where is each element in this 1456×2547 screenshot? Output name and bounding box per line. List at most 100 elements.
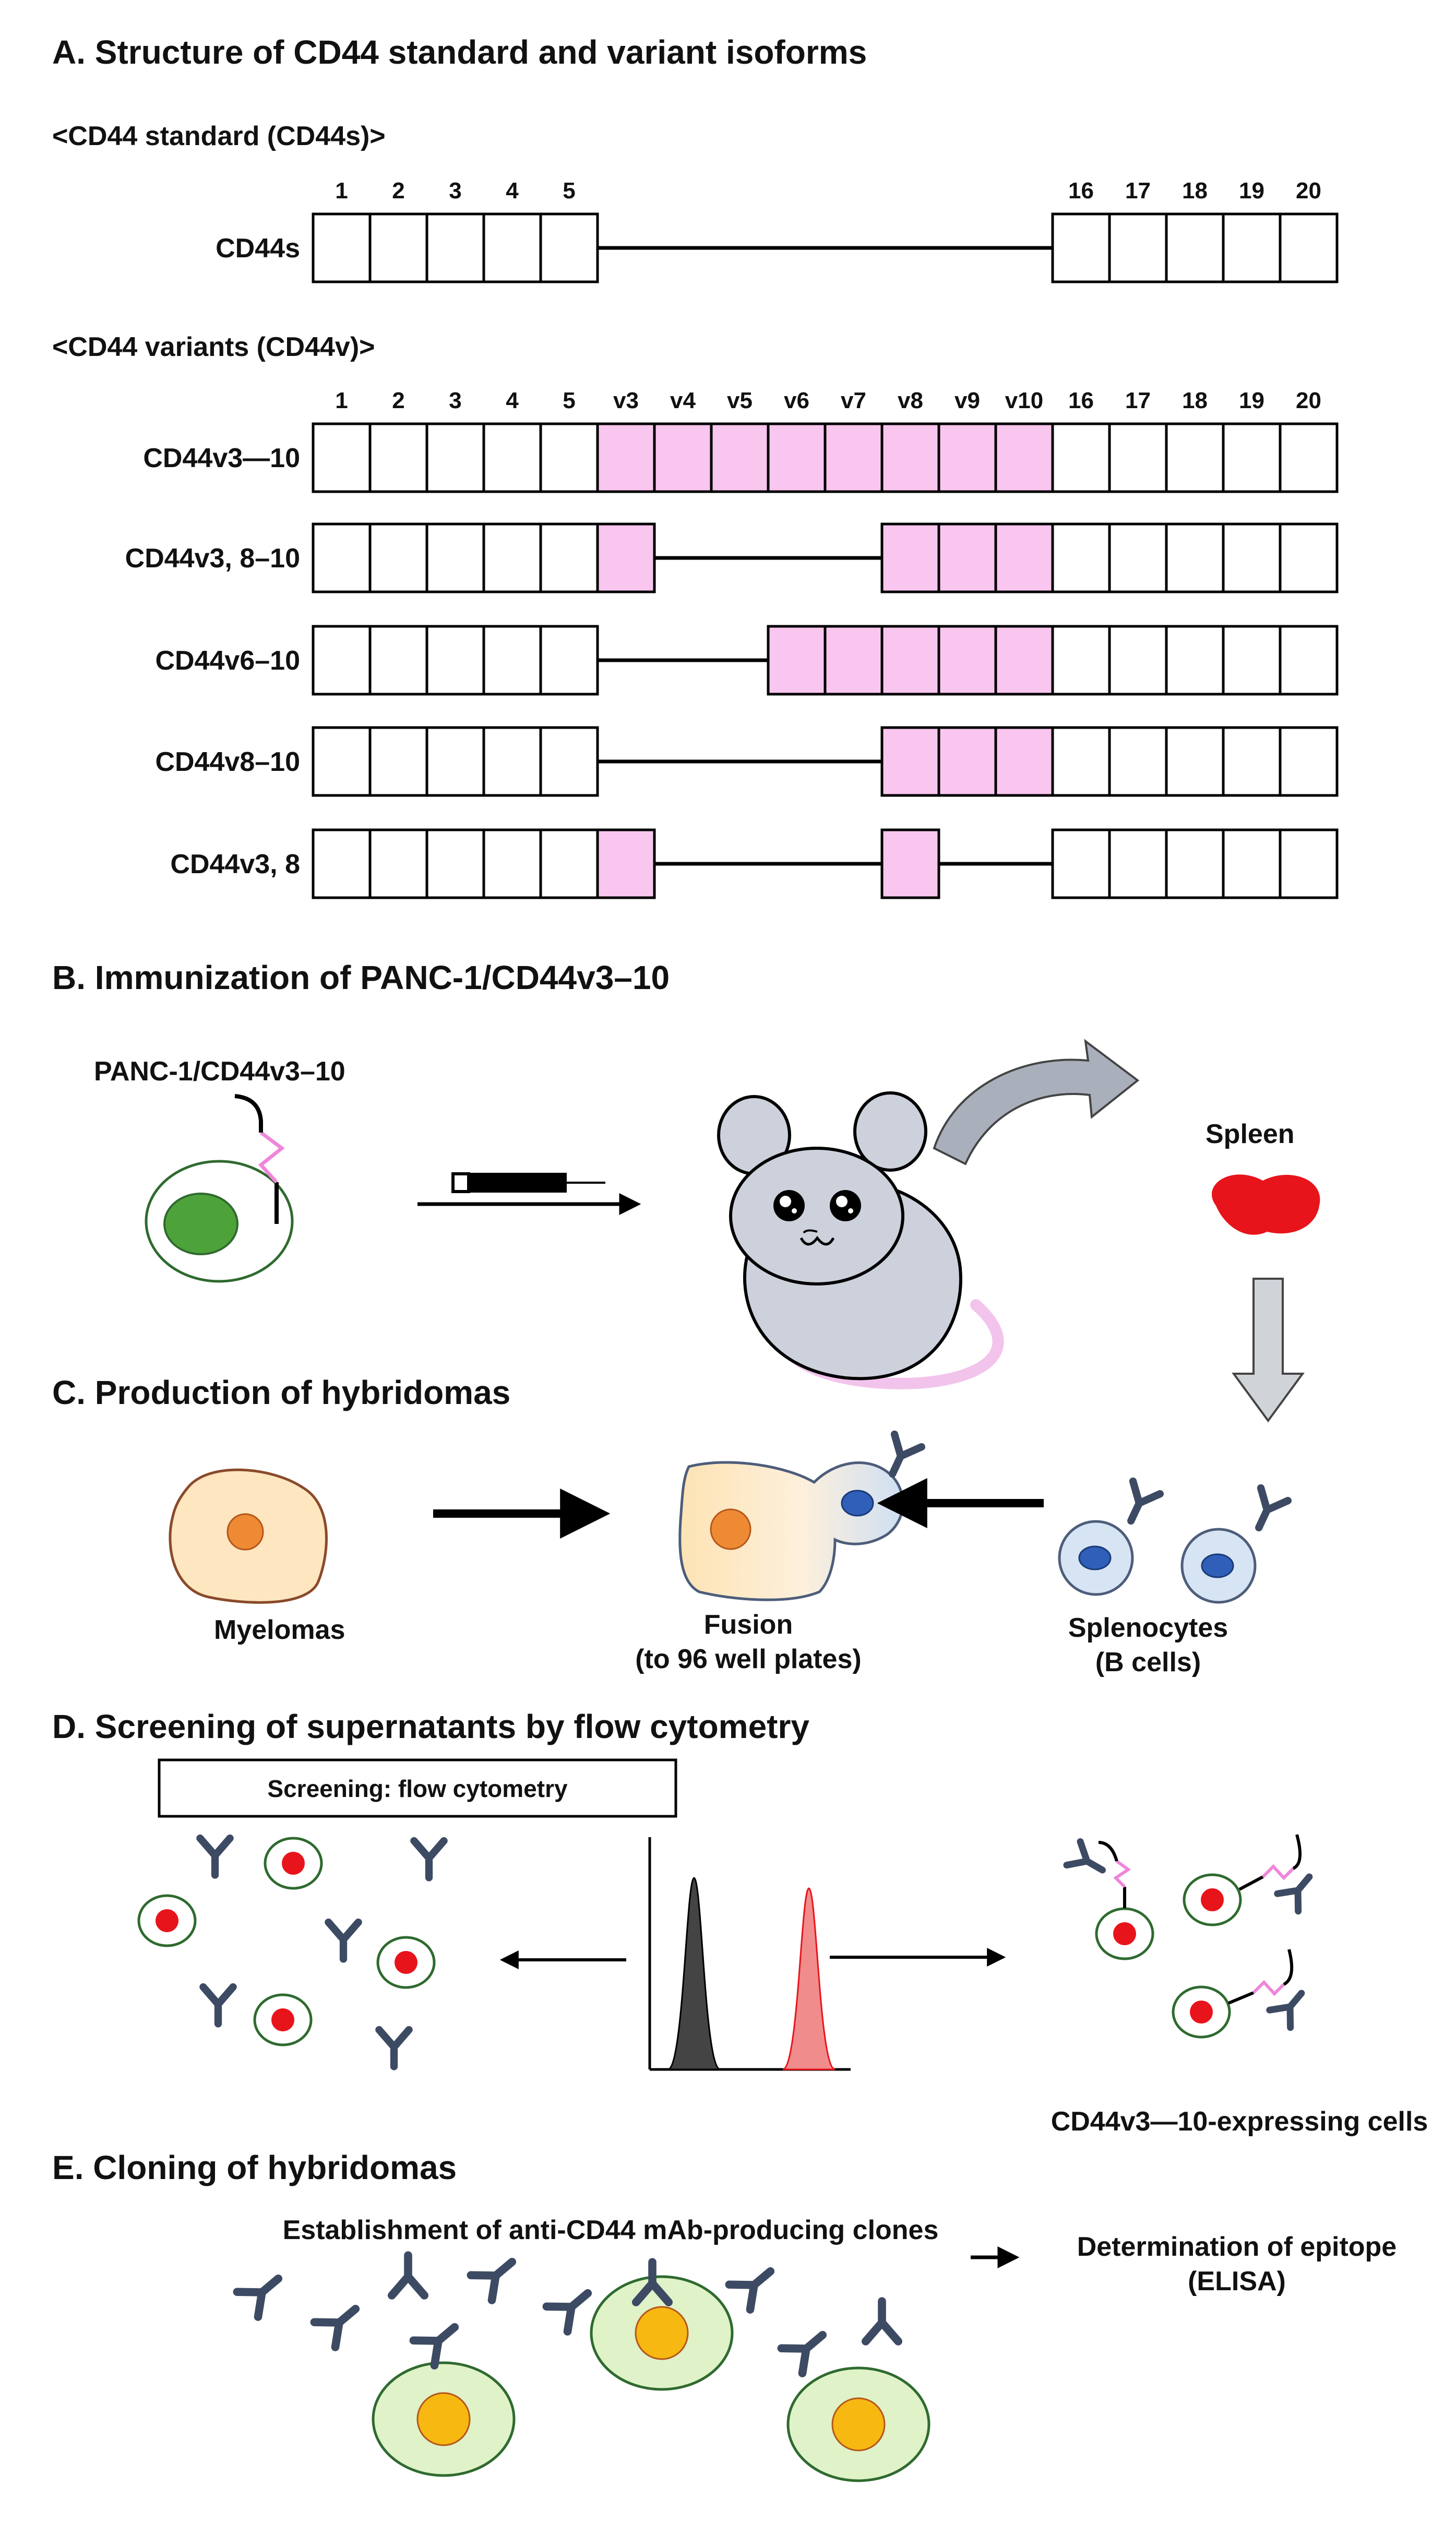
fusion-label: Fusion — [704, 1610, 793, 1640]
exon-number-18: 18 — [1182, 388, 1208, 413]
isoform-label: CD44v6–10 — [155, 646, 300, 676]
exon-number-19: 19 — [1239, 178, 1264, 204]
isoform-row: CD44v8–10 — [155, 726, 1339, 797]
exon-box — [880, 828, 940, 899]
fusion-sublabel: (to 96 well plates) — [635, 1644, 861, 1674]
exon-box — [994, 625, 1054, 696]
exon-box — [312, 625, 372, 696]
isoform-row: CD44v3—10 — [143, 422, 1339, 493]
exon-box — [1165, 726, 1225, 797]
exon-box — [880, 422, 940, 493]
splenocytes-sublabel: (B cells) — [1095, 1647, 1201, 1677]
exon-box — [1222, 625, 1282, 696]
section-b-title: B. Immunization of PANC-1/CD44v3–10 — [52, 959, 670, 996]
isoform-row: CD44s — [216, 212, 1339, 283]
exon-box — [1051, 625, 1111, 696]
exon-number-5: 5 — [563, 178, 575, 204]
exon-box — [539, 625, 599, 696]
down-arrow — [1232, 1278, 1305, 1423]
exon-number-v7: v7 — [841, 388, 866, 413]
exon-number-1: 1 — [335, 178, 348, 204]
exon-box — [539, 828, 599, 899]
exon-box — [1108, 212, 1168, 283]
exon-number-2: 2 — [392, 178, 404, 204]
myeloma-label: Myelomas — [214, 1615, 345, 1645]
panc1-cell — [145, 1094, 294, 1283]
exon-box — [1165, 828, 1225, 899]
exon-box — [482, 422, 542, 493]
exon-box — [1108, 422, 1168, 493]
syringe-injection — [417, 1172, 641, 1215]
screening-box-label: Screening: flow cytometry — [267, 1775, 568, 1802]
epitope-label: Determination of epitope — [1077, 2232, 1397, 2262]
mouse-ear-right — [853, 1091, 927, 1172]
exon-box — [767, 422, 827, 493]
exon-number-v9: v9 — [954, 388, 980, 413]
exon-box — [482, 828, 542, 899]
unbound-cells-group — [137, 1838, 444, 2066]
exon-number-16: 16 — [1068, 388, 1094, 413]
exon-box — [1279, 828, 1339, 899]
exon-box — [710, 422, 770, 493]
exon-box — [824, 625, 884, 696]
exon-number-17: 17 — [1125, 178, 1151, 204]
exon-number-2: 2 — [392, 388, 404, 413]
exon-box — [368, 625, 428, 696]
section-e-title: E. Cloning of hybridomas — [52, 2149, 457, 2186]
exon-box — [1051, 828, 1111, 899]
exon-box — [368, 422, 428, 493]
exon-box — [1279, 625, 1339, 696]
exon-box — [880, 625, 940, 696]
syringe-icon — [469, 1173, 567, 1193]
exon-box — [425, 522, 485, 593]
exon-box — [937, 625, 997, 696]
exon-number-3: 3 — [449, 178, 461, 204]
fusion-cell — [678, 1434, 922, 1601]
variant-header: <CD44 variants (CD44v)> — [52, 332, 375, 362]
isoform-label: CD44v3, 8 — [170, 849, 300, 879]
exon-box — [1222, 726, 1282, 797]
exon-box — [368, 828, 428, 899]
exon-box — [596, 522, 656, 593]
exon-box — [1279, 522, 1339, 593]
exon-number-16: 16 — [1068, 178, 1094, 204]
exon-number-v8: v8 — [898, 388, 923, 413]
isoform-row-cd44s: CD44s — [216, 212, 1339, 283]
section-e-subtitle: Establishment of anti-CD44 mAb-producing… — [283, 2215, 939, 2245]
exon-box — [1165, 522, 1225, 593]
exon-box — [1222, 828, 1282, 899]
exon-number-4: 4 — [506, 178, 519, 204]
exon-number-18: 18 — [1182, 178, 1208, 204]
standard-exon-numbers: 1 2 3 4 5 16 17 18 19 20 — [335, 178, 1321, 204]
exon-box — [1222, 212, 1282, 283]
section-a-title: A. Structure of CD44 standard and varian… — [52, 33, 867, 71]
exon-box — [1051, 212, 1111, 283]
exon-box — [482, 522, 542, 593]
exon-box — [994, 422, 1054, 493]
exon-box — [312, 212, 372, 283]
bound-cells-group — [1067, 1834, 1320, 2039]
exon-number-17: 17 — [1125, 388, 1151, 413]
exon-number-v6: v6 — [784, 388, 809, 413]
spleen-icon — [1212, 1174, 1320, 1235]
exon-box — [425, 422, 485, 493]
cd44-head — [234, 1094, 263, 1133]
exon-box — [425, 828, 485, 899]
isoform-label: CD44s — [216, 233, 300, 264]
standard-header: <CD44 standard (CD44s)> — [52, 121, 386, 151]
isoform-row: CD44v6–10 — [155, 625, 1339, 696]
exon-box — [425, 625, 485, 696]
exon-number-v5: v5 — [727, 388, 753, 413]
exon-box — [880, 522, 940, 593]
exon-box — [994, 726, 1054, 797]
exon-box — [539, 522, 599, 593]
exon-box — [539, 422, 599, 493]
exon-box — [937, 522, 997, 593]
exon-box — [482, 726, 542, 797]
exon-number-20: 20 — [1296, 178, 1321, 204]
isoform-label: CD44v3—10 — [143, 443, 300, 473]
exon-box — [596, 422, 656, 493]
exon-box — [539, 212, 599, 283]
